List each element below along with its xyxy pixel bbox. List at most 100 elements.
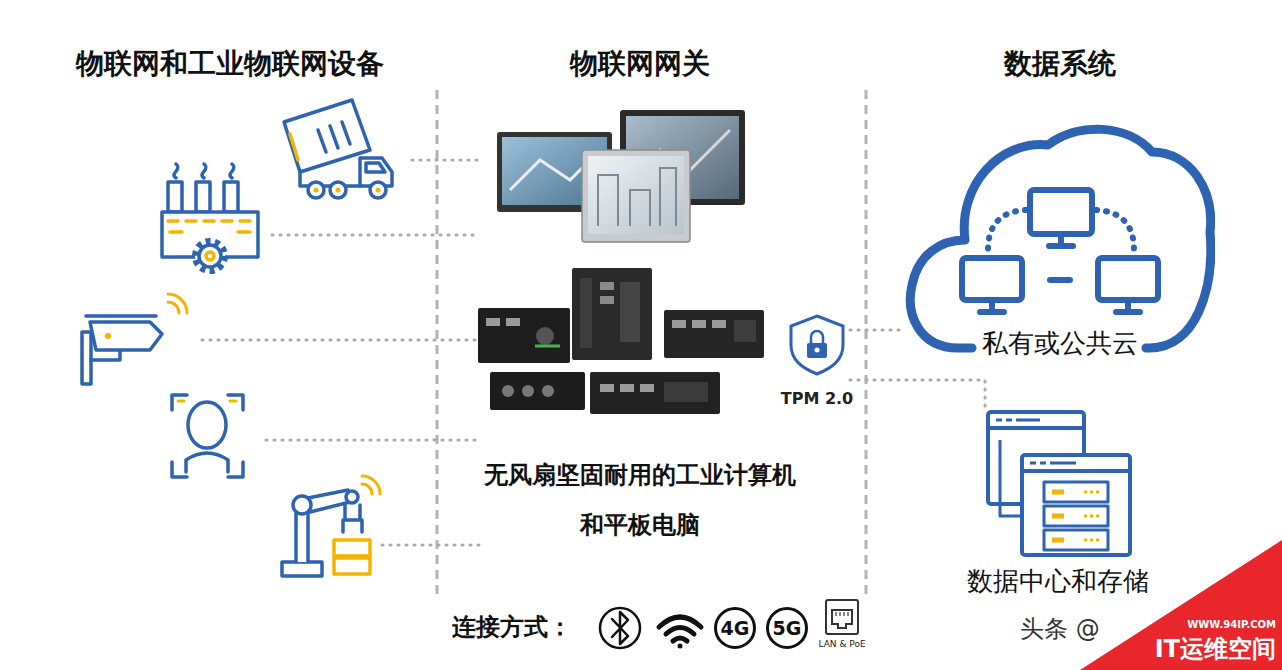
fanless-pc-images: [712, 320, 726, 328]
wifi-icon: [659, 617, 701, 649]
device-link: [412, 159, 480, 162]
lan-port-icon: [832, 610, 852, 628]
fanless-pc-images: [620, 384, 634, 392]
node-label: 无风扇坚固耐用的工业计算机 和平板电脑: [475, 450, 805, 550]
camera-icon: [90, 322, 162, 350]
factory-icon: [162, 164, 258, 271]
fanless-pc-images: [664, 310, 764, 358]
fanless-pc-images: [590, 372, 720, 414]
cloud-outline: [1050, 277, 1070, 283]
fanless-pc-images: [572, 268, 652, 360]
datacenter-icon: [1022, 455, 1130, 555]
datacenter-icon: [1030, 462, 1076, 465]
node-label: 4G: [717, 610, 753, 646]
datacenter-icon: [1052, 492, 1064, 540]
panel-pc-images: [598, 168, 676, 226]
factory-icon: [168, 219, 252, 223]
fanless-pc-images: [692, 320, 706, 328]
fanless-pc-images: [664, 382, 708, 402]
tpm-shield-icon: [791, 316, 843, 374]
fanless-pc-images: [672, 320, 686, 328]
camera-icon: [105, 333, 111, 339]
device-link: [202, 339, 478, 342]
cloud-outline: [962, 190, 1158, 312]
datacenter-icon: [1084, 492, 1100, 540]
robot-arm-icon: [296, 512, 308, 562]
network-badge: 4G: [714, 607, 756, 649]
cloud-outline: [1049, 234, 1073, 246]
camera-icon: [82, 332, 91, 384]
fanless-pc-images: [600, 282, 614, 290]
column-divider: [436, 90, 439, 595]
cloud-outline: [1030, 190, 1092, 234]
fanless-pc-images: [478, 308, 570, 363]
robot-arm-icon: [282, 562, 322, 576]
face-scan-icon: [188, 402, 226, 448]
fanless-pc-images: [580, 278, 592, 348]
panel-pc-images: [582, 150, 690, 242]
cloud-outline: [1098, 258, 1158, 300]
watermark-corner: [1080, 540, 1282, 670]
cloud-outline: [910, 129, 1210, 348]
robot-arm-icon: [334, 540, 370, 556]
tpm-shield-icon: [815, 348, 820, 353]
node-label: 数据中心和存储: [950, 564, 1165, 598]
factory-icon: [170, 230, 250, 234]
bluetooth-icon: [600, 608, 640, 648]
wifi-icon: [673, 638, 687, 641]
fanless-pc-images: [542, 385, 554, 397]
column-heading: 物联网和工业物联网设备: [40, 46, 420, 82]
fanless-pc-images: [490, 372, 585, 410]
face-scan-icon: [172, 395, 243, 477]
fanless-pc-images: [486, 318, 500, 326]
camera-icon: [168, 294, 187, 313]
cloud-outline: [980, 300, 1004, 312]
face-scan-icon: [186, 453, 228, 472]
datacenter-icon: [988, 412, 1130, 555]
bluetooth-icon: [600, 608, 640, 648]
fanless-pc-images: [506, 318, 520, 326]
robot-arm-icon: [282, 476, 380, 576]
fanless-pc-images: [734, 320, 756, 342]
robot-arm-icon: [345, 505, 360, 520]
datacenter-icon: [996, 419, 1040, 422]
factory-icon: [199, 245, 221, 267]
watermark-text: 头条 @: [1020, 614, 1140, 645]
connection-caption: 连接方式：: [452, 612, 592, 643]
factory-icon: [168, 182, 182, 212]
robot-arm-icon: [293, 496, 311, 514]
lan-port-icon: [826, 600, 858, 634]
chip-label: TPM 2.0: [777, 388, 857, 409]
truck-icon: [376, 188, 381, 193]
network-badge: 5G: [766, 607, 808, 649]
face-scan-icon: [172, 395, 243, 477]
truck-icon: [308, 182, 324, 198]
truck-icon: [314, 188, 319, 193]
datacenter-icon: [988, 426, 1084, 430]
watermark-url: WWW.94IP.COM: [1182, 618, 1276, 631]
truck-icon: [290, 134, 298, 160]
cloud-outline: [988, 210, 1026, 250]
device-link: [272, 234, 476, 237]
factory-icon: [196, 182, 210, 212]
wifi-icon: [678, 644, 683, 649]
robot-arm-icon: [362, 476, 380, 494]
truck-icon: [284, 100, 392, 198]
fanless-pc-images: [478, 268, 764, 414]
fanless-pc-images: [640, 384, 654, 392]
fanless-pc-images: [600, 384, 614, 392]
factory-icon: [174, 164, 234, 178]
lan-port-icon: [836, 612, 848, 616]
fanless-pc-images: [502, 385, 514, 397]
tpm-shield-icon: [811, 331, 823, 343]
datacenter-node: 数据中心和存储: [950, 408, 1165, 600]
truck-icon: [366, 163, 385, 172]
column-divider: [437, 90, 866, 595]
dotted-connector: [850, 329, 905, 332]
truck-icon: [330, 182, 346, 198]
cloud-outline: [1096, 210, 1134, 250]
dotted-connector: [850, 380, 985, 408]
column-heading: 物联网网关: [480, 46, 800, 82]
bluetooth-icon: [612, 612, 628, 644]
